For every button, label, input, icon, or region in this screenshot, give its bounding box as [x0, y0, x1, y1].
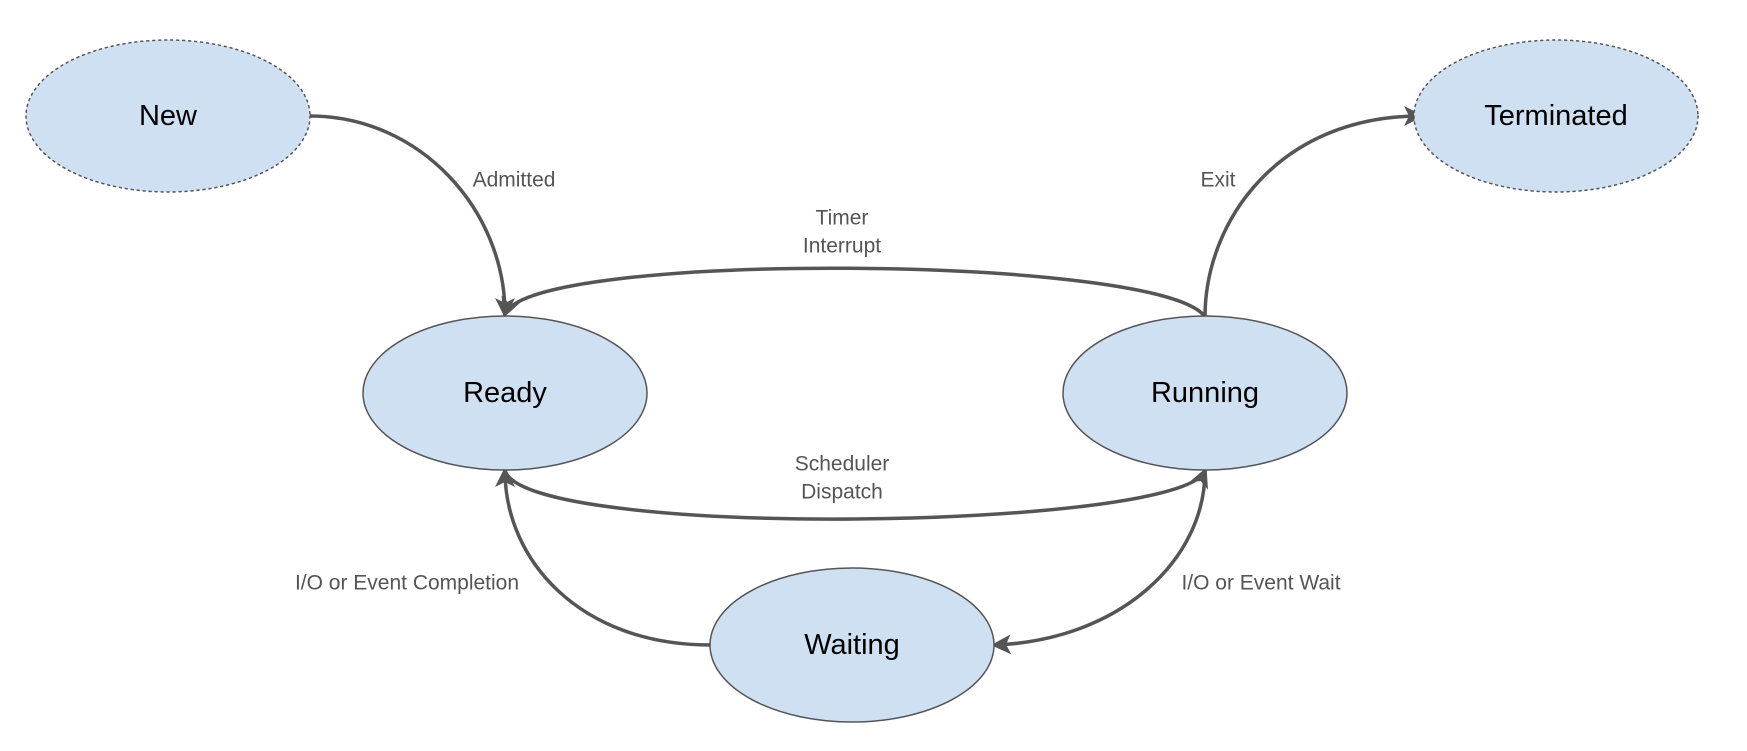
io-completion-edge: [495, 467, 712, 647]
exit-label: Exit: [1200, 169, 1235, 192]
io-wait-label: I/O or Event Wait: [1181, 572, 1340, 595]
io-completion-label: I/O or Event Completion: [295, 572, 519, 595]
state-ready: Ready: [362, 315, 648, 471]
timer-interrupt-edge: [501, 266, 1207, 319]
io-wait-edge: [991, 469, 1207, 655]
state-new-label: New: [139, 100, 198, 132]
scheduler-dispatch-edge: [503, 467, 1208, 521]
state-waiting: Waiting: [709, 567, 995, 723]
state-terminated: Terminated: [1413, 39, 1699, 193]
state-ready-label: Ready: [463, 377, 547, 409]
state-running-label: Running: [1151, 377, 1259, 409]
exit-edge: [1203, 106, 1424, 319]
timer-interrupt-label-line1: Timer: [816, 207, 869, 230]
state-new: New: [25, 39, 311, 193]
scheduler-dispatch-label-line2: Dispatch: [801, 481, 883, 504]
state-terminated-label: Terminated: [1484, 100, 1627, 132]
scheduler-dispatch-label-line1: Scheduler: [795, 453, 890, 476]
state-waiting-label: Waiting: [804, 629, 900, 661]
admitted-label: Admitted: [473, 169, 556, 192]
admitted-edge: [308, 114, 515, 318]
timer-interrupt-label-line2: Interrupt: [803, 235, 881, 258]
state-running: Running: [1062, 315, 1348, 471]
